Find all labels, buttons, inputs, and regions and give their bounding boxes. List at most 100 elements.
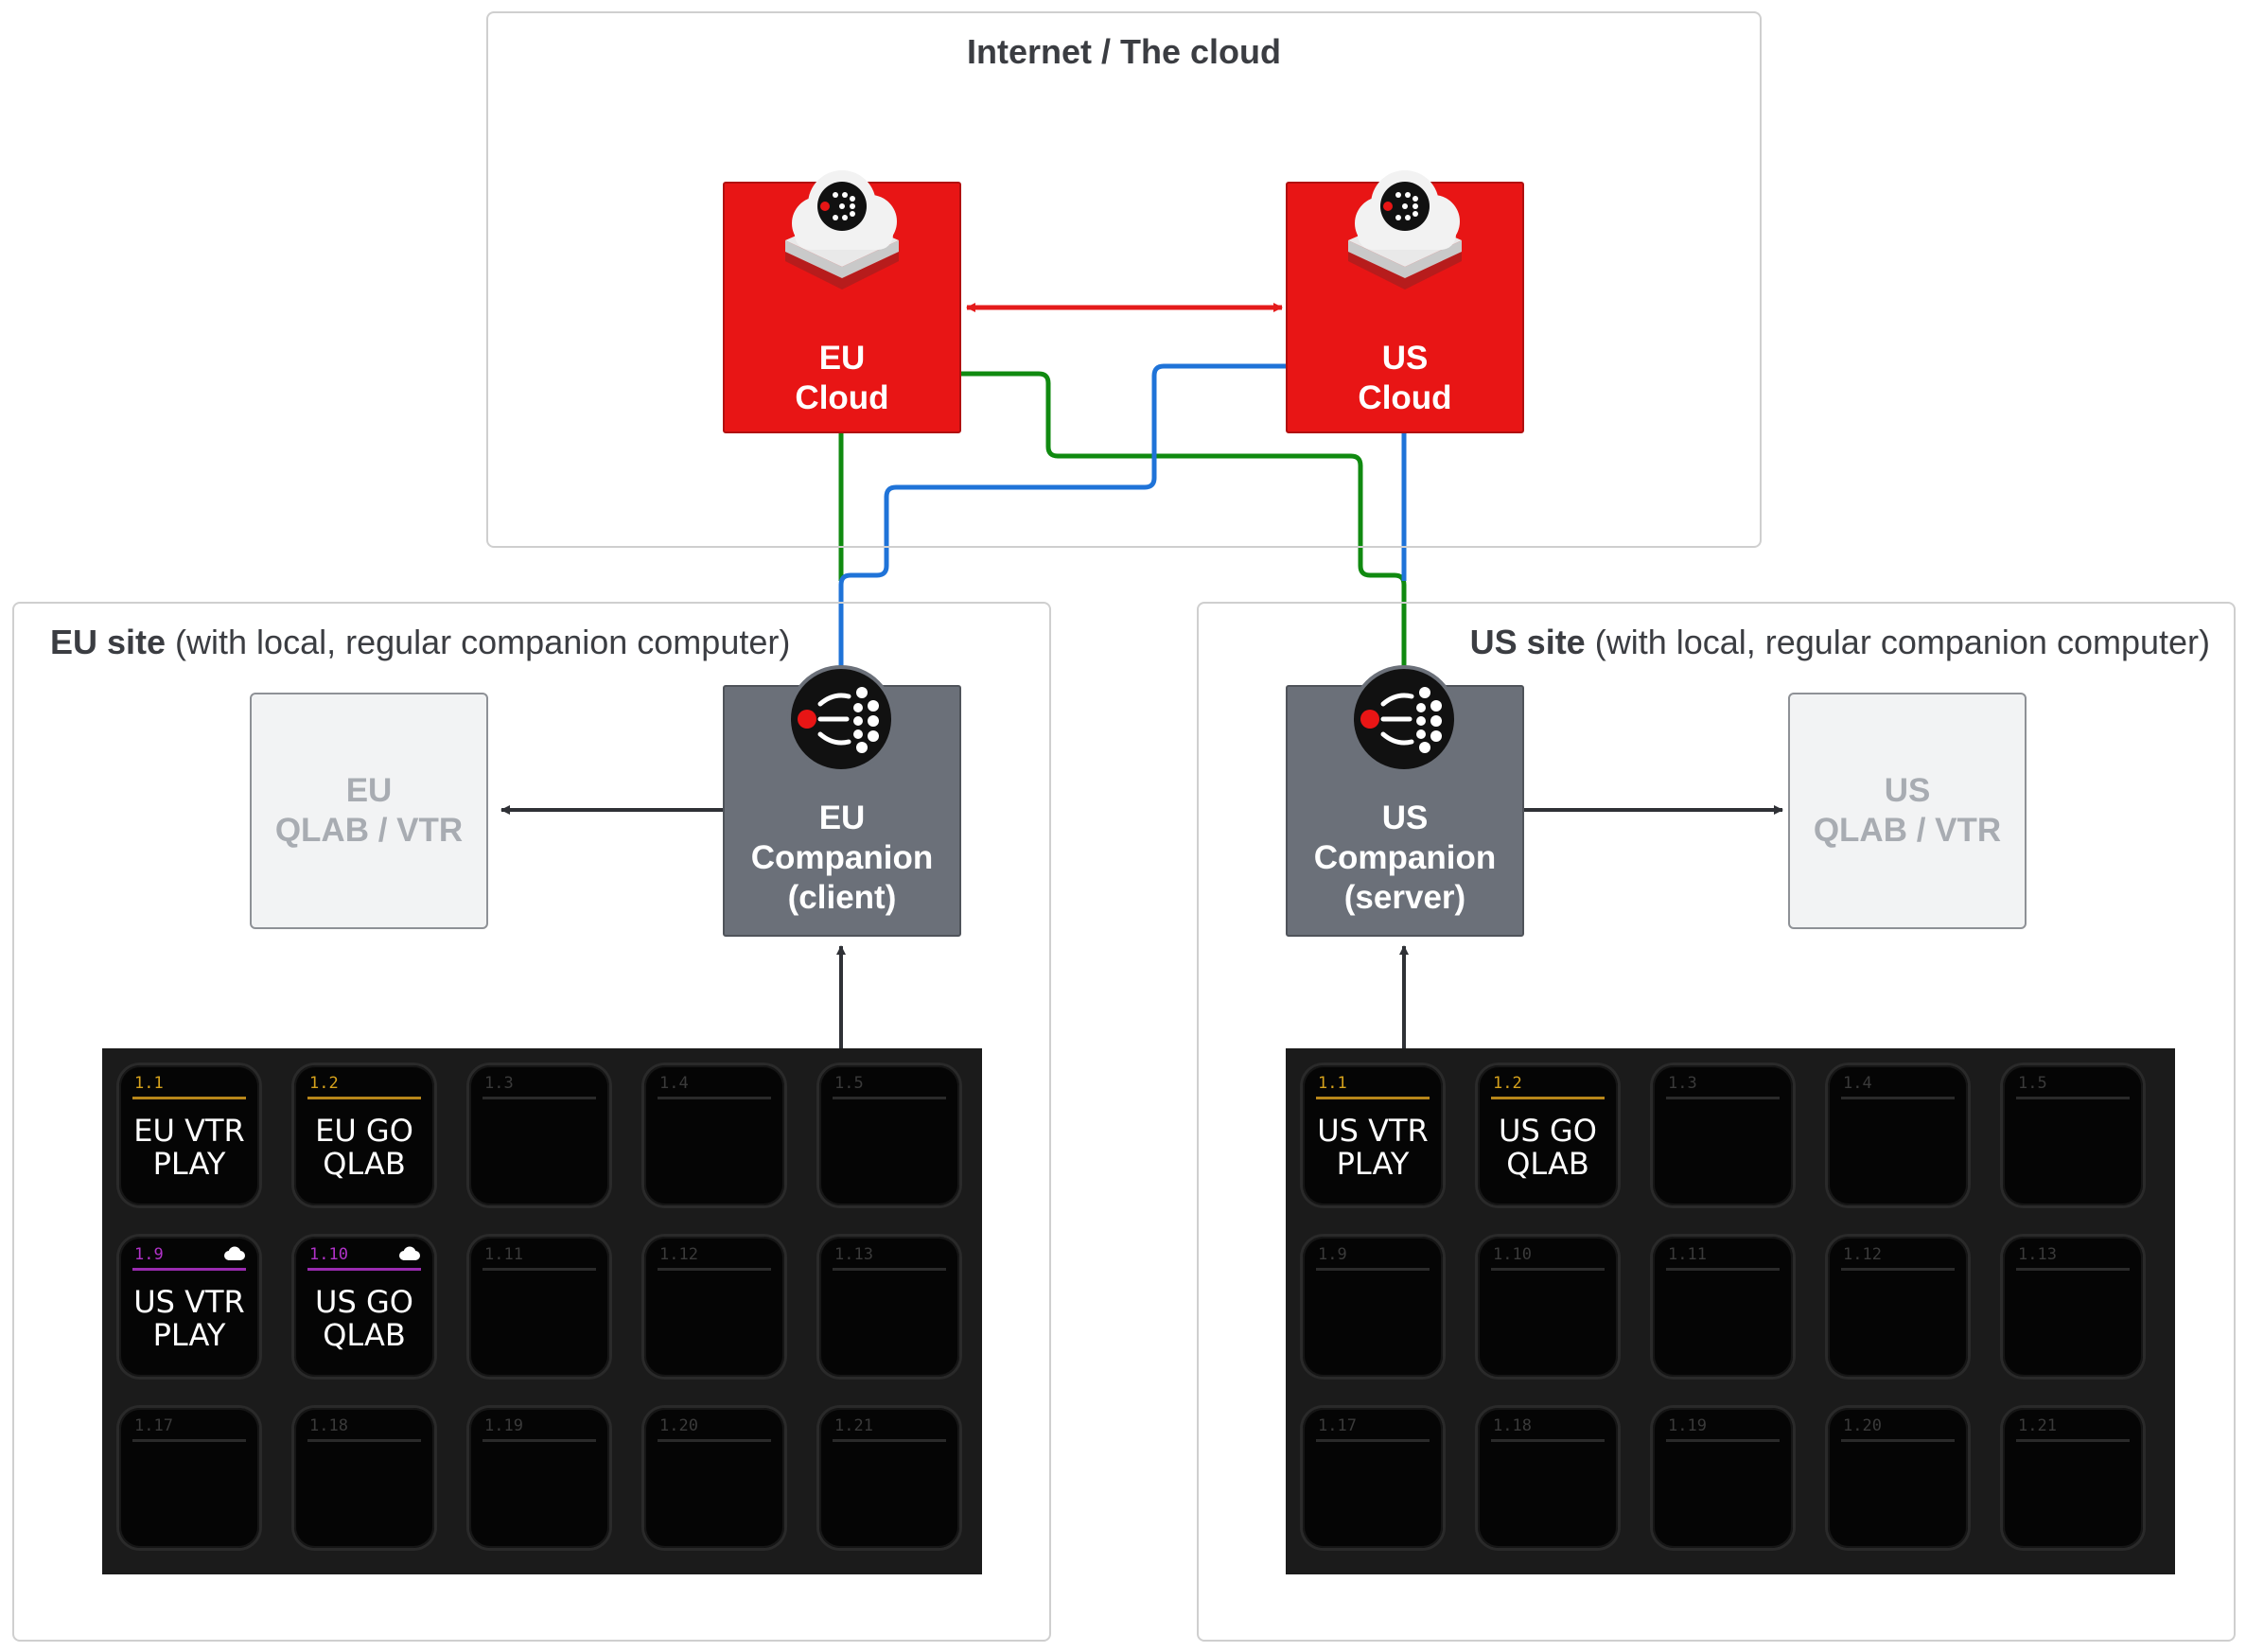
eu-site-group-title: EU site (with local, regular companion c… [50,623,790,662]
button-number: 1.20 [1843,1416,1882,1435]
deck-button[interactable]: 1.20 [1828,1408,1968,1548]
button-divider [1316,1439,1430,1442]
button-label-line-1: US VTR [1317,1113,1429,1149]
us-device-label-1: US [1884,772,1931,809]
deck-button[interactable]: 1.18 [1478,1408,1618,1548]
cloud-icon [399,1246,420,1260]
button-number: 1.18 [309,1416,348,1435]
button-number: 1.20 [659,1416,698,1435]
button-number: 1.10 [309,1245,348,1264]
deck-button[interactable]: 1.3 [469,1065,609,1205]
eu-device-label-2: QLAB / VTR [274,812,464,849]
deck-button[interactable]: 1.4 [1828,1065,1968,1205]
deck-button[interactable]: 1.19 [1653,1408,1793,1548]
eu-qlab-vtr-node[interactable]: EU QLAB / VTR [250,693,488,929]
deck-button[interactable]: 1.17 [119,1408,259,1548]
deck-button[interactable]: 1.17 [1303,1408,1443,1548]
button-number: 1.5 [834,1074,864,1093]
deck-button[interactable]: 1.4 [644,1065,784,1205]
deck-button[interactable]: 1.10 [1478,1237,1618,1377]
button-divider [132,1439,246,1442]
button-divider [483,1268,596,1271]
button-number: 1.11 [484,1245,523,1264]
deck-button[interactable]: 1.19 [469,1408,609,1548]
deck-button[interactable]: 1.12 [644,1237,784,1377]
deck-button[interactable]: 1.12 [1828,1237,1968,1377]
button-number: 1.21 [2018,1416,2057,1435]
button-divider [1491,1268,1605,1271]
eu-site-title-rest: (with local, regular companion computer) [166,623,791,661]
button-number: 1.2 [309,1074,339,1093]
button-divider [1491,1097,1605,1099]
button-number: 1.11 [1668,1245,1707,1264]
eu-companion-label-3: (client) [787,879,897,916]
button-label-line-1: US VTR [133,1284,245,1320]
button-divider [658,1268,771,1271]
button-divider [132,1097,246,1099]
button-label-line-2: PLAY [1336,1146,1410,1182]
deck-button[interactable]: 1.18 [294,1408,434,1548]
deck-button[interactable]: 1.5 [819,1065,959,1205]
us-site-group [1197,602,2236,1642]
button-label-line-1: EU GO [315,1113,413,1149]
button-divider [2016,1097,2130,1099]
button-number: 1.12 [1843,1245,1882,1264]
button-divider [1841,1268,1955,1271]
button-divider [483,1097,596,1099]
button-number: 1.19 [1668,1416,1707,1435]
deck-button[interactable]: 1.3 [1653,1065,1793,1205]
companion-cloud-icon [785,170,899,290]
button-number: 1.13 [2018,1245,2057,1264]
us-qlab-vtr-node[interactable]: US QLAB / VTR [1788,693,2027,929]
deck-button[interactable]: 1.20 [644,1408,784,1548]
us-site-title-rest: (with local, regular companion computer) [1585,623,2210,661]
us-cloud-label-1: US [1381,340,1429,377]
button-number: 1.5 [2018,1074,2047,1093]
cloud-icon [224,1246,245,1260]
button-divider [1841,1097,1955,1099]
button-number: 1.3 [1668,1074,1697,1093]
deck-button[interactable]: 1.13 [819,1237,959,1377]
eu-device-label-1: EU [345,772,393,809]
us-device-label-2: QLAB / VTR [1813,812,2002,849]
companion-logo-icon [1350,665,1458,773]
button-number: 1.9 [134,1245,164,1264]
us-companion-label-1: US [1381,800,1429,836]
us-companion-label-2: Companion [1313,839,1497,876]
deck-button[interactable]: 1.5 [2003,1065,2143,1205]
deck-button[interactable]: 1.21 [2003,1408,2143,1548]
button-label-line-1: US GO [1499,1113,1597,1149]
deck-button[interactable]: 1.21 [819,1408,959,1548]
deck-button[interactable]: 1.11 [1653,1237,1793,1377]
deck-button[interactable]: 1.13 [2003,1237,2143,1377]
button-divider [307,1268,421,1271]
cloud-group [486,11,1762,548]
button-number: 1.10 [1493,1245,1532,1264]
eu-companion-label-1: EU [818,800,866,836]
button-label-line-2: PLAY [152,1146,226,1182]
eu-site-group [12,602,1051,1642]
button-divider [132,1268,246,1271]
cloud-group-title: Internet / The cloud [966,32,1281,71]
deck-button[interactable]: 1.9 [1303,1237,1443,1377]
deck-button[interactable]: 1.11 [469,1237,609,1377]
button-number: 1.13 [834,1245,873,1264]
button-label-line-2: PLAY [152,1317,226,1353]
us-site-title-bold: US site [1469,623,1586,661]
companion-logo-icon [787,665,895,773]
button-divider [1666,1268,1780,1271]
button-label-line-2: QLAB [1506,1146,1589,1182]
button-number: 1.9 [1318,1245,1347,1264]
